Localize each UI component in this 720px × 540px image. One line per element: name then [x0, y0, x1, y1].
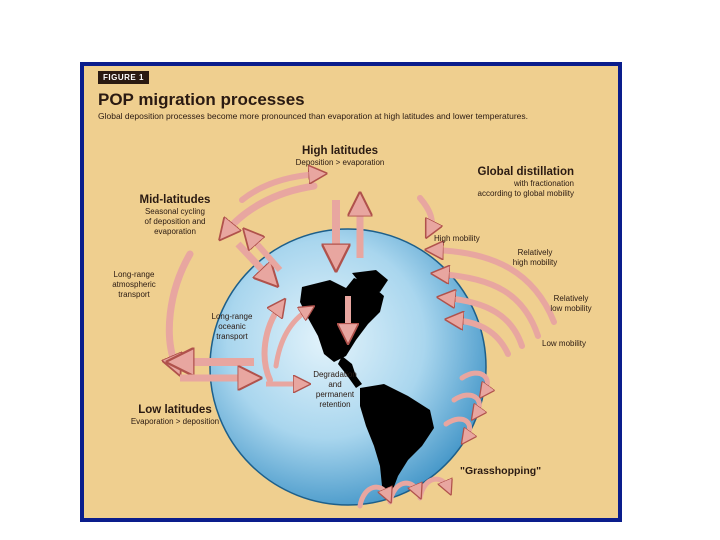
mid-latitudes-detail-1: Seasonal cycling	[144, 207, 206, 216]
label-global-distillation: Global distillation with fractionation a…	[424, 166, 575, 199]
grasshopping-hop-3	[443, 416, 470, 438]
global-distillation-detail-2: according to global mobility	[477, 189, 575, 198]
global-distillation-heading: Global distillation	[477, 166, 574, 178]
label-mid-latitudes: Mid-latitudes Seasonal cycling of deposi…	[120, 194, 230, 237]
central-america-landmass	[338, 356, 362, 388]
arrow-relatively-high-mobility	[440, 274, 541, 339]
arrow-high-mobility	[434, 250, 557, 325]
relatively-low-mobility-line-2: low mobility	[550, 304, 592, 313]
arrow-oceanic-transport	[261, 306, 280, 383]
label-high-latitudes: High latitudes Deposition > evaporation	[280, 145, 400, 168]
arrow-globe-left-arc	[273, 310, 308, 369]
figure-label: FIGURE 1	[98, 71, 149, 84]
label-low-latitudes: Low latitudes Evaporation > deposition	[120, 404, 230, 427]
figure-subtitle: Global deposition processes become more …	[98, 111, 528, 121]
label-grasshopping: "Grasshopping"	[460, 465, 542, 477]
degradation-line-4: retention	[319, 400, 351, 409]
degradation-line-3: permanent	[315, 390, 355, 399]
oceanic-line-3: transport	[216, 332, 248, 341]
degradation-line-1: Degradation	[313, 370, 357, 379]
grasshopping-hop-1	[459, 370, 487, 392]
arrow-relatively-low-mobility	[446, 298, 525, 349]
atmospheric-line-3: transport	[118, 290, 150, 299]
label-long-range-atmospheric: Long-range atmospheric transport	[102, 270, 166, 300]
mid-latitudes-heading: Mid-latitudes	[139, 194, 211, 206]
label-low-mobility: Low mobility	[542, 339, 587, 348]
low-latitudes-detail: Evaporation > deposition	[130, 417, 220, 426]
figure-frame: FIGURE 1 POP migration processes Global …	[80, 62, 622, 522]
global-distillation-detail-1: with fractionation	[513, 179, 574, 188]
relatively-high-mobility-line-2: high mobility	[512, 258, 558, 267]
grasshopping-hop-2	[451, 392, 479, 414]
arrow-mid-to-low-atmospheric	[169, 250, 194, 366]
arrow-high-to-mid	[226, 182, 318, 232]
arrow-globe-to-global-distillation	[417, 195, 432, 230]
relatively-high-mobility-line-1: Relatively	[517, 248, 553, 257]
label-relatively-high-mobility: Relatively high mobility	[500, 248, 570, 268]
figure-title: POP migration processes	[98, 90, 305, 109]
oceanic-line-2: oceanic	[218, 322, 246, 331]
atmospheric-line-2: atmospheric	[112, 280, 156, 289]
pop-migration-diagram	[84, 66, 557, 509]
arrow-mid-to-high	[239, 174, 318, 203]
label-degradation: Degradation and permanent retention	[298, 370, 372, 410]
relatively-low-mobility-line-1: Relatively	[553, 294, 589, 303]
low-latitudes-heading: Low latitudes	[138, 404, 212, 416]
degradation-line-2: and	[328, 380, 342, 389]
greenland-landmass	[352, 270, 388, 292]
atmospheric-line-1: Long-range	[113, 270, 155, 279]
north-america-landmass	[300, 278, 384, 362]
label-relatively-low-mobility: Relatively low mobility	[536, 294, 606, 314]
south-america-landmass	[360, 384, 434, 498]
grasshopping-hop-6	[357, 484, 388, 509]
high-latitudes-heading: High latitudes	[301, 145, 379, 157]
high-latitudes-detail: Deposition > evaporation	[295, 158, 385, 167]
oceanic-line-1: Long-range	[211, 312, 253, 321]
label-long-range-oceanic: Long-range oceanic transport	[200, 312, 264, 342]
mid-latitudes-detail-2: of deposition and	[144, 217, 206, 226]
arrow-evaporation-mid	[250, 236, 283, 272]
label-high-mobility: High mobility	[434, 234, 480, 243]
mid-latitudes-detail-3: evaporation	[154, 227, 196, 236]
arrow-low-mobility	[454, 320, 511, 357]
